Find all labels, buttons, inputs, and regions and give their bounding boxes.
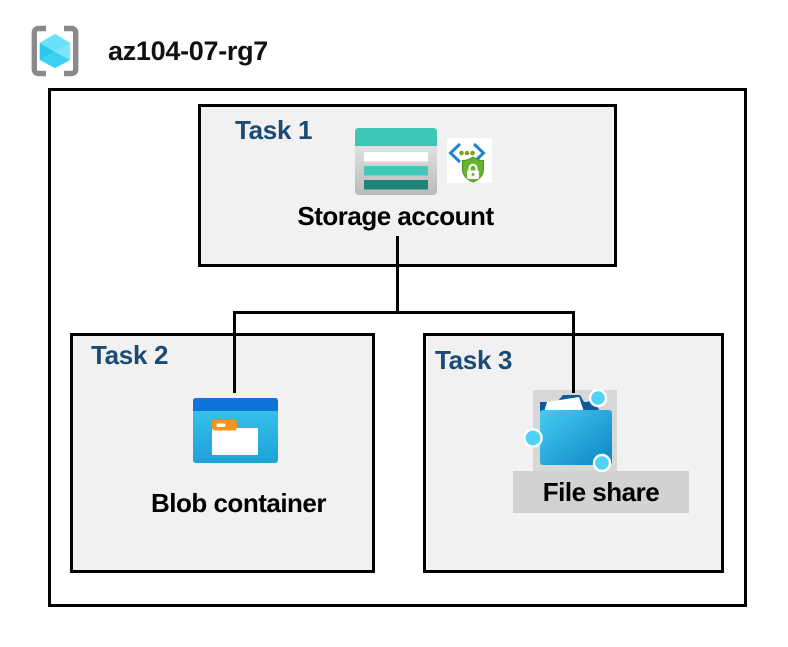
blob-container-icon [193,398,278,463]
connector-to-file-share [572,311,575,393]
file-share-icon [523,388,612,473]
blob-container-label: Blob container [150,488,327,518]
connector-storage-stem [396,236,399,314]
task2-label: Task 2 [91,340,169,370]
resource-group-icon [31,25,79,77]
storage-account-label: Storage account [297,201,494,231]
task3-label: Task 3 [435,345,513,375]
file-share-label: File share [513,471,689,513]
secure-access-shield-icon [447,138,492,183]
storage-account-icon [355,128,437,195]
task2-box: Task 2 Blob container [70,333,375,573]
connector-to-blob-container [233,311,236,393]
resource-group-name: az104-07-rg7 [108,36,268,66]
connector-horizontal [233,311,575,314]
task1-label: Task 1 [235,115,313,145]
